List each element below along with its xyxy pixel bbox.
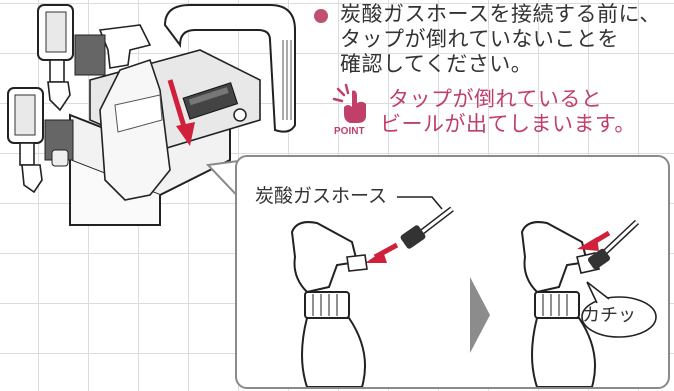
panel-illustration (290, 196, 657, 387)
instruction-line-1: 炭酸ガスホースを接続する前に、 (340, 2, 661, 26)
click-sound-label: カチッ (582, 305, 636, 326)
detail-panel (235, 155, 670, 389)
beer-server-illustration (7, 4, 296, 226)
point-line-2: ビールが出てしまいます。 (380, 112, 636, 136)
point-hand-icon: POINT (332, 83, 366, 135)
instruction-block: 炭酸ガスホースを接続する前に、 タップが倒れていないことを 確認してください。 (314, 2, 674, 77)
bullet-dot (314, 9, 328, 23)
instruction-line-2: タップが倒れていないことを (340, 27, 619, 51)
point-note: POINT タップが倒れていると ビールが出てしまいます。 (330, 83, 674, 143)
instruction-line-3: 確認してください。 (340, 52, 533, 76)
point-icon-label: POINT (334, 126, 365, 135)
point-line-1: タップが倒れていると (388, 87, 603, 111)
hose-label: 炭酸ガスホース (255, 185, 388, 207)
point-text: タップが倒れていると ビールが出てしまいます。 (380, 87, 636, 137)
